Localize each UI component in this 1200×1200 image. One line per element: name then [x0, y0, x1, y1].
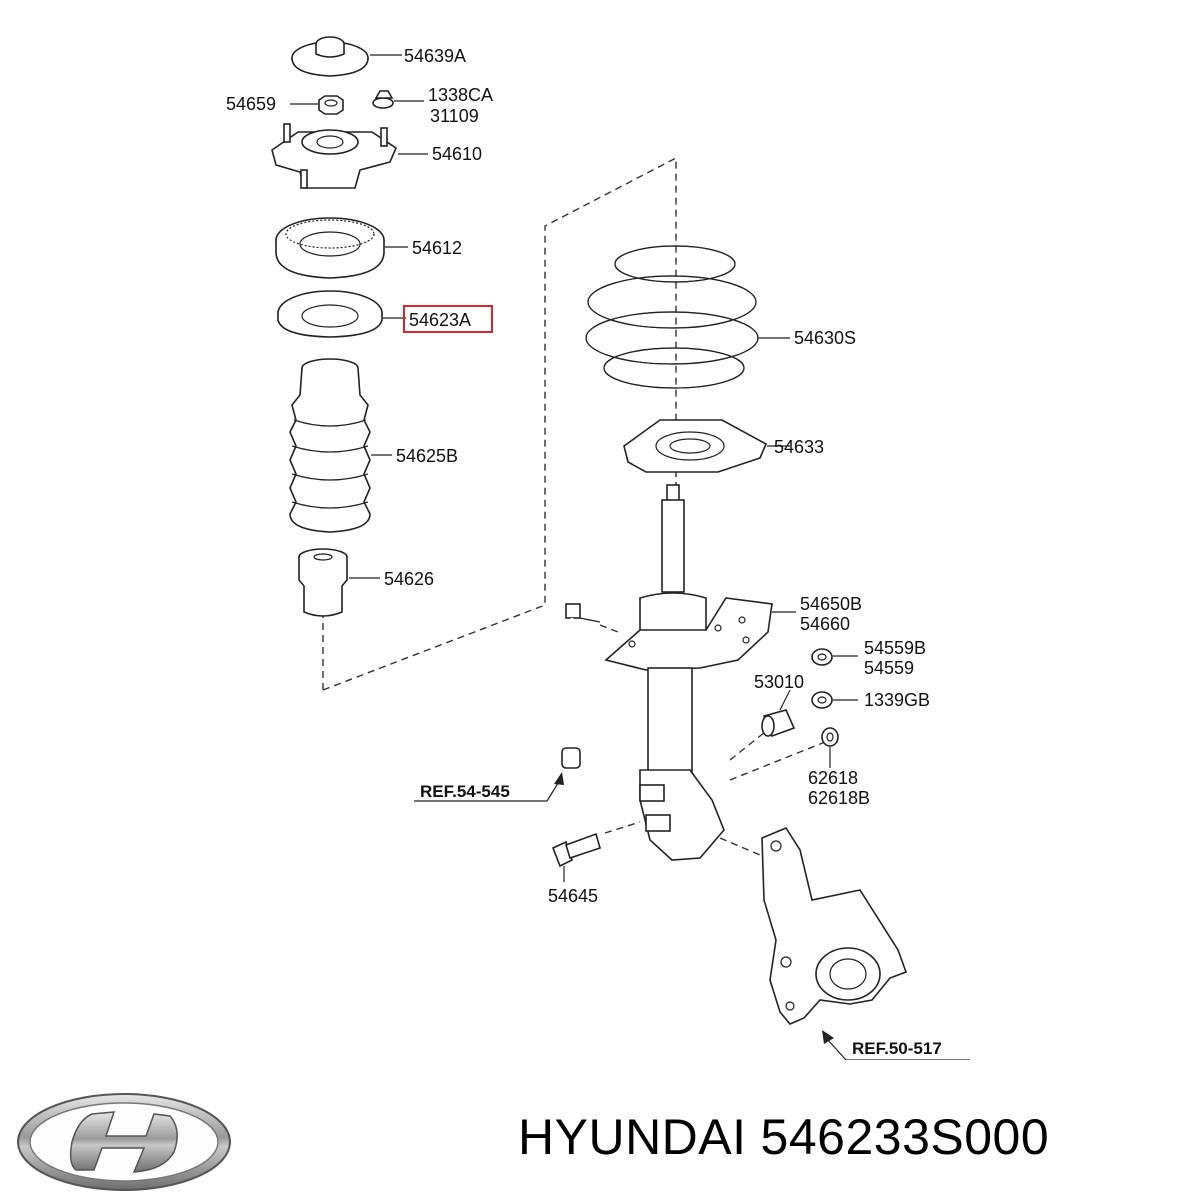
hyundai-logo-icon — [17, 1093, 231, 1191]
label-54660: 54660 — [800, 614, 850, 634]
label-54633: 54633 — [774, 437, 824, 457]
label-53010: 53010 — [754, 672, 804, 692]
label-62618B: 62618B — [808, 788, 870, 808]
part-62618[interactable] — [821, 727, 839, 768]
part-54559B[interactable] — [811, 648, 858, 666]
part-54659[interactable] — [290, 95, 344, 115]
part-53010[interactable] — [761, 689, 796, 738]
label-54625B: 54625B — [396, 446, 458, 466]
part-1339GB[interactable] — [811, 691, 858, 709]
part-54633[interactable] — [623, 419, 790, 473]
label-1339GB: 1339GB — [864, 690, 930, 710]
label-54559: 54559 — [864, 658, 914, 678]
part-54645[interactable] — [551, 832, 601, 882]
label-54659: 54659 — [226, 94, 276, 114]
label-54650B: 54650B — [800, 594, 862, 614]
stabilizer-link[interactable] — [561, 603, 601, 769]
part-1338CA[interactable] — [372, 90, 424, 109]
label-54630S: 54630S — [794, 328, 856, 348]
label-54559B: 54559B — [864, 638, 926, 658]
ref-54-545-pointer — [414, 772, 564, 802]
label-31109: 31109 — [430, 106, 479, 126]
part-number: 546233S000 — [760, 1109, 1050, 1165]
label-54610: 54610 — [432, 144, 482, 164]
label-1338CA: 1338CA — [428, 85, 493, 105]
label-ref-54-545: REF.54-545 — [420, 782, 510, 801]
part-54612[interactable] — [275, 217, 408, 279]
highlight-box — [403, 305, 493, 333]
label-54612: 54612 — [412, 238, 462, 258]
part-54610[interactable] — [271, 123, 428, 189]
part-54625B[interactable] — [289, 358, 392, 533]
parts-diagram: 54639A 54659 1338CA 31109 54610 54612 54… — [226, 36, 970, 1061]
label-ref-50-517: REF.50-517 — [852, 1039, 942, 1058]
footer — [0, 1060, 1200, 1200]
part-54650B-strut[interactable] — [604, 484, 796, 861]
part-54623A[interactable] — [277, 290, 406, 338]
steering-knuckle[interactable] — [761, 827, 908, 1025]
label-54626: 54626 — [384, 569, 434, 589]
brand-name: HYUNDAI — [518, 1109, 747, 1165]
part-54630S[interactable] — [585, 245, 790, 389]
label-54623A: 54623A — [409, 310, 471, 330]
part-54639A[interactable] — [291, 36, 402, 77]
label-62618: 62618 — [808, 768, 858, 788]
part-54626[interactable] — [298, 548, 380, 617]
label-54645: 54645 — [548, 886, 598, 906]
label-54639A: 54639A — [404, 46, 466, 66]
